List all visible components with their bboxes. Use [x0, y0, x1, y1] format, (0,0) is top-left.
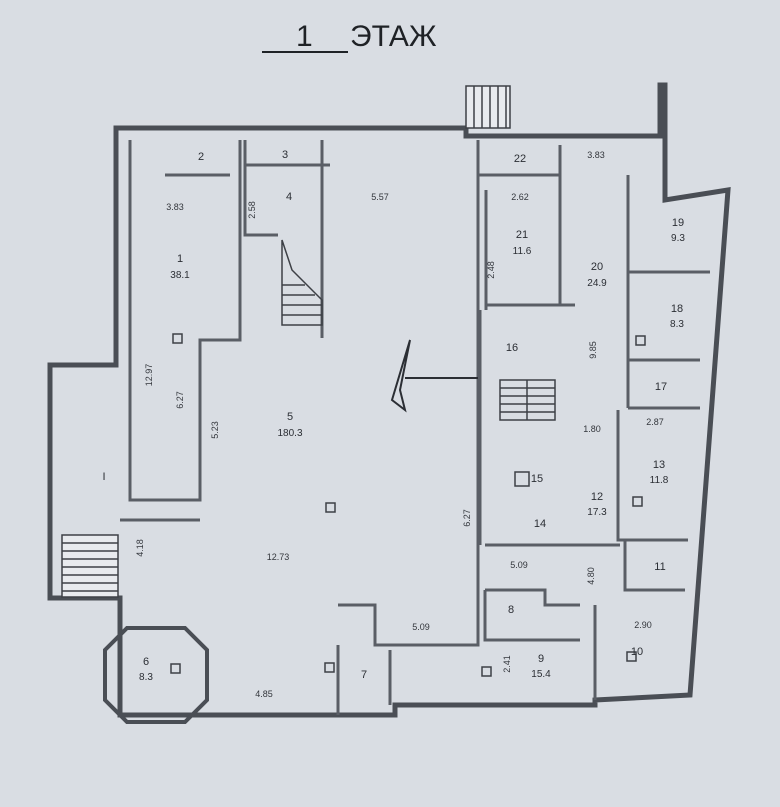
- room-6-area: 8.3: [139, 672, 153, 683]
- dim-label: 5.09: [510, 560, 528, 570]
- stair-top: [465, 85, 511, 129]
- room-16-number: 16: [506, 342, 518, 354]
- room-18-number: 18: [671, 303, 683, 315]
- room-14-number: 14: [534, 518, 546, 530]
- room-17-number: 17: [655, 381, 667, 393]
- room-2-number: 2: [198, 151, 204, 163]
- room-21-number: 21: [516, 229, 528, 241]
- stair-center: [499, 379, 556, 421]
- room-1-area: 38.1: [170, 270, 190, 281]
- room-15-number: 15: [531, 473, 543, 485]
- plan-title: 1 ЭТАЖ: [262, 20, 437, 53]
- room-12-area: 17.3: [587, 507, 607, 518]
- dim-label: 12.97: [144, 364, 154, 387]
- room-1-number: 1: [177, 253, 183, 265]
- dim-label: 4.85: [255, 689, 273, 699]
- room-21-area: 11.6: [513, 246, 532, 257]
- room-i-number: I: [102, 471, 105, 483]
- room-19-number: 19: [672, 217, 684, 229]
- room-labels: 1 38.1 2 3 4 5 180.3 6 8.3 7 8 9 15.4 10…: [102, 149, 685, 683]
- room-20-number: 20: [591, 261, 603, 273]
- room-19-area: 9.3: [671, 233, 685, 244]
- room-20-area: 24.9: [587, 278, 607, 289]
- room-9-area: 15.4: [531, 669, 551, 680]
- room-13-number: 13: [653, 459, 665, 471]
- dim-label: 5.57: [371, 192, 389, 202]
- north-arrow: [390, 339, 478, 413]
- dim-label: 2.62: [511, 192, 529, 202]
- room-18-area: 8.3: [670, 319, 684, 330]
- stair-inner: [281, 239, 323, 326]
- dim-label: 1.80: [583, 424, 601, 434]
- stair-left: [61, 534, 119, 598]
- room-7-number: 7: [361, 669, 367, 681]
- dim-label: 2.41: [502, 655, 512, 673]
- dim-label: 3.83: [166, 202, 184, 212]
- room-9-number: 9: [538, 653, 544, 665]
- dim-label: 2.90: [634, 620, 652, 630]
- room-5-number: 5: [287, 411, 293, 423]
- room-4-number: 4: [286, 191, 292, 203]
- room-8-number: 8: [508, 604, 514, 616]
- room-5-area: 180.3: [277, 428, 302, 439]
- room-12-number: 12: [591, 491, 603, 503]
- room-22-number: 22: [514, 153, 526, 165]
- room-11-number: 11: [654, 561, 665, 573]
- outer-walls: [47, 82, 731, 718]
- dim-label: 6.27: [462, 509, 472, 527]
- dimension-labels: 3.83 5.57 2.62 3.83 12.97 6.27 5.23 2.48…: [135, 150, 664, 699]
- dim-label: 3.83: [587, 150, 605, 160]
- dim-label: 4.80: [586, 567, 596, 585]
- dim-label: 9.85: [588, 341, 598, 359]
- dim-label: 5.23: [210, 421, 220, 439]
- room-13-area: 11.8: [650, 475, 669, 486]
- octagon-room: [103, 626, 209, 724]
- dim-label: 5.09: [412, 622, 430, 632]
- room-10-number: 10: [631, 646, 643, 658]
- dim-label: 12.73: [267, 552, 290, 562]
- dim-label: 4.18: [135, 539, 145, 557]
- inner-walls: [120, 140, 710, 715]
- room-6-number: 6: [143, 656, 149, 668]
- dim-label: 2.48: [486, 261, 496, 279]
- floor-word: ЭТАЖ: [350, 20, 437, 53]
- fixtures: [170, 333, 646, 677]
- room-3-number: 3: [282, 149, 288, 161]
- dim-label: 2.87: [646, 417, 664, 427]
- dim-label: 6.27: [175, 391, 185, 409]
- floor-number: 1: [296, 20, 313, 53]
- dim-label: 2.58: [247, 201, 257, 219]
